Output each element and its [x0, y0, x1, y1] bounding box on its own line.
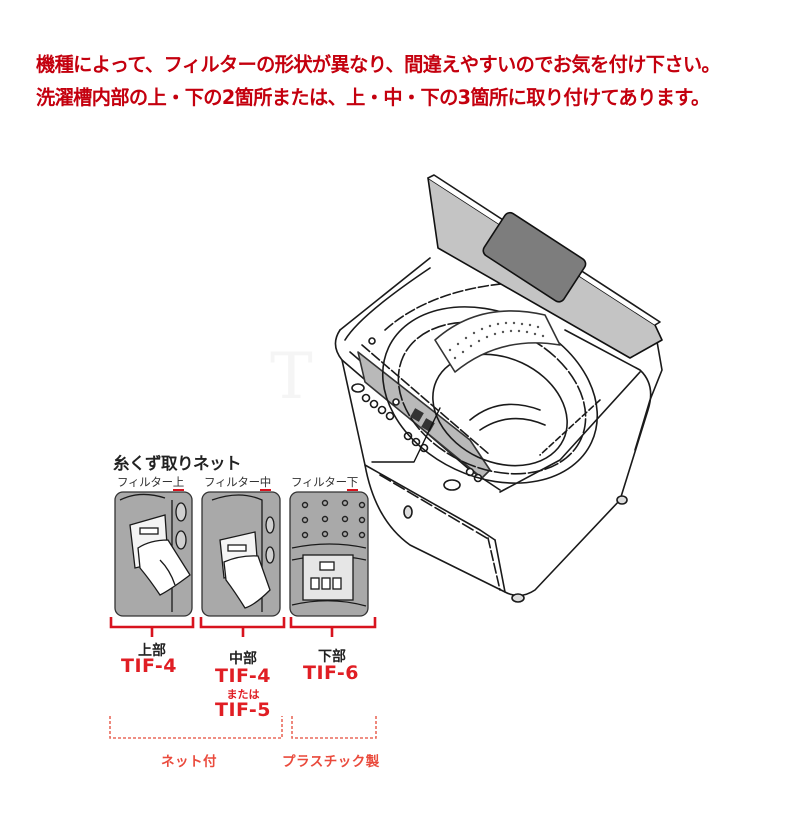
model-middle-2: TIF-5	[214, 699, 272, 721]
faint-footer-strip	[50, 812, 700, 826]
filter-prefix: フィルター	[204, 475, 260, 489]
or-label: または	[226, 688, 260, 701]
notice-line-2: 洗濯槽内部の上・下の2箇所または、上・中・下の3箇所に取り付けてあります。	[36, 86, 710, 109]
part-middle: 中部	[229, 651, 257, 667]
notice-line-1: 機種によって、フィルターの形状が異なり、間違えやすいのでお気を付け下さい。	[36, 53, 721, 76]
group-brackets	[109, 716, 377, 739]
filter-position: 下	[346, 475, 358, 491]
filter-image-middle	[201, 491, 281, 617]
group-label-plastic: プラスチック製	[282, 754, 380, 770]
model-lower: TIF-6	[302, 662, 360, 684]
filter-label-upper: フィルター上	[117, 474, 184, 491]
model-upper: TIF-4	[120, 655, 178, 677]
filter-image-lower	[289, 491, 369, 617]
part-brackets	[109, 617, 377, 637]
watermark: T	[270, 340, 313, 414]
diagram-title: 糸くず取りネット	[113, 454, 242, 473]
part-lower: 下部	[318, 649, 346, 665]
model-middle-1: TIF-4	[214, 665, 272, 687]
filter-prefix: フィルター	[291, 475, 347, 489]
filter-label-lower: フィルター下	[291, 474, 358, 491]
group-label-net: ネット付	[161, 754, 217, 770]
filter-prefix: フィルター	[117, 475, 173, 489]
filter-position: 中	[259, 475, 271, 491]
part-upper: 上部	[138, 643, 166, 659]
filter-label-middle: フィルター中	[204, 474, 271, 491]
filter-image-upper	[114, 491, 193, 617]
filter-position: 上	[172, 475, 184, 491]
